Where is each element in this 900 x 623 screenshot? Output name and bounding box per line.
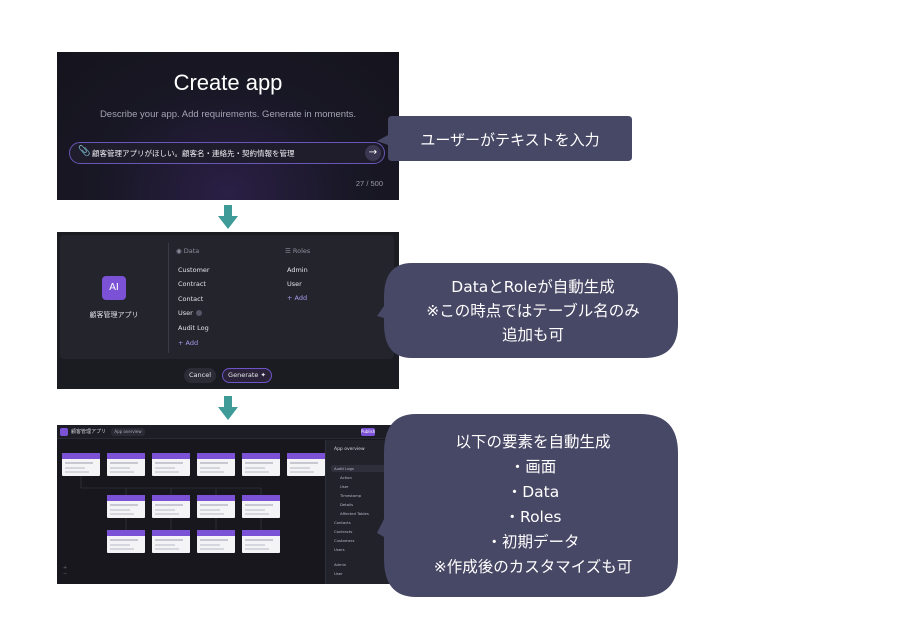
- screen-thumbnail[interactable]: [197, 530, 235, 553]
- sidebar-item[interactable]: User: [340, 484, 349, 489]
- screen-thumbnail[interactable]: [107, 453, 145, 476]
- add-data-button[interactable]: + Add: [178, 339, 199, 347]
- callout-1-text: ユーザーがテキストを入力: [420, 131, 600, 149]
- role-item[interactable]: Admin: [287, 266, 308, 274]
- ai-badge: AI: [102, 276, 126, 300]
- roles-column-heading: ☰ Roles: [285, 247, 311, 255]
- data-item[interactable]: Contact: [178, 295, 204, 303]
- cancel-button[interactable]: Cancel: [184, 368, 216, 383]
- sidebar-item[interactable]: Timestamp: [340, 493, 362, 498]
- sidebar-item[interactable]: Audit Logs: [334, 466, 354, 471]
- arrow-right-icon[interactable]: →: [365, 145, 381, 161]
- screen-thumbnail[interactable]: [152, 530, 190, 553]
- char-count: 27 / 500: [355, 179, 383, 188]
- screen-thumbnail[interactable]: [197, 453, 235, 476]
- sidebar-highlight: [331, 465, 387, 472]
- callout-bubble-1: [377, 116, 632, 161]
- create-app-title: Create app: [173, 70, 283, 95]
- callout-bubble-3: [377, 414, 678, 597]
- app-overview-sidebar: App overview Audit Logs Action User Time…: [325, 440, 391, 584]
- publish-button[interactable]: Publish: [361, 428, 376, 436]
- data-item[interactable]: Customer: [178, 266, 210, 274]
- data-item[interactable]: User: [178, 309, 202, 317]
- generate-button[interactable]: Generate ✦: [222, 368, 272, 383]
- callout-3-text: 以下の要素を自動生成 ・画面 ・Data ・Roles ・初期データ ※作成後の…: [433, 433, 633, 576]
- screen-thumbnail[interactable]: [242, 530, 280, 553]
- app-logo: [60, 428, 68, 436]
- create-app-subtitle: Describe your app. Add requirements. Gen…: [99, 109, 357, 120]
- screen-thumbnail[interactable]: [152, 495, 190, 518]
- shared-icon: [195, 310, 202, 316]
- zoom-controls-icon[interactable]: +−: [63, 565, 68, 577]
- add-role-button[interactable]: + Add: [287, 294, 308, 302]
- prompt-input-text[interactable]: 顧客管理アプリがほしい。顧客名・連絡先・契約情報を管理: [92, 149, 295, 158]
- sidebar-item[interactable]: Details: [340, 502, 354, 507]
- top-bar: 顧客管理アプリ App overview Publish: [57, 425, 399, 439]
- prompt-input[interactable]: 📎 顧客管理アプリがほしい。顧客名・連絡先・契約情報を管理 →: [69, 142, 385, 164]
- app-name: 顧客管理アプリ: [89, 311, 139, 319]
- screen-thumbnail[interactable]: [62, 453, 100, 476]
- sidebar-item[interactable]: Action: [340, 475, 352, 480]
- callout-2-text: DataとRoleが自動生成 ※この時点ではテーブル名のみ 追加も可: [426, 278, 640, 344]
- data-column-heading: ◉ Data: [176, 247, 200, 255]
- data-roles-card: AI 顧客管理アプリ ◉ Data Customer Contract Cont…: [60, 235, 394, 359]
- database-icon: ◉: [176, 247, 182, 255]
- roles-icon: ☰: [285, 247, 291, 255]
- sidebar-item[interactable]: Contracts: [334, 529, 353, 534]
- screen-thumbnail[interactable]: [152, 453, 190, 476]
- data-item[interactable]: Contract: [178, 280, 206, 288]
- role-item[interactable]: User: [287, 280, 302, 288]
- screen-thumbnail[interactable]: [287, 453, 325, 476]
- screen-thumbnail[interactable]: [107, 495, 145, 518]
- sidebar-item[interactable]: Contacts: [334, 520, 351, 525]
- screen-thumbnail[interactable]: [197, 495, 235, 518]
- sidebar-item[interactable]: User: [334, 571, 343, 576]
- create-app-screenshot: Create app Describe your app. Add requir…: [57, 52, 399, 200]
- app-overview-screenshot: 顧客管理アプリ App overview Publish: [57, 425, 399, 584]
- data-item[interactable]: Audit Log: [178, 324, 209, 332]
- screen-flow-canvas[interactable]: +−: [57, 440, 325, 584]
- divider: [168, 243, 169, 353]
- sidebar-title: App overview: [334, 447, 365, 452]
- sidebar-item[interactable]: Affected Tables: [340, 511, 369, 516]
- sidebar-item[interactable]: Users: [334, 547, 345, 552]
- sidebar-item[interactable]: Customers: [334, 538, 355, 543]
- callout-bubble-2: [377, 263, 678, 358]
- flow-connectors: [80, 476, 262, 530]
- down-arrow-icon: [218, 205, 238, 229]
- data-roles-screenshot: AI 顧客管理アプリ ◉ Data Customer Contract Cont…: [57, 232, 399, 389]
- paperclip-icon[interactable]: 📎: [78, 146, 91, 157]
- screen-thumbnail[interactable]: [107, 530, 145, 553]
- app-name: 顧客管理アプリ: [71, 429, 107, 435]
- down-arrow-icon: [218, 396, 238, 420]
- sidebar-item[interactable]: Admin: [334, 562, 347, 567]
- screen-thumbnail[interactable]: [242, 495, 280, 518]
- sparkle-icon: ✦: [260, 371, 266, 379]
- screen-thumbnail[interactable]: [242, 453, 280, 476]
- tab-app-overview[interactable]: App overview: [111, 428, 145, 436]
